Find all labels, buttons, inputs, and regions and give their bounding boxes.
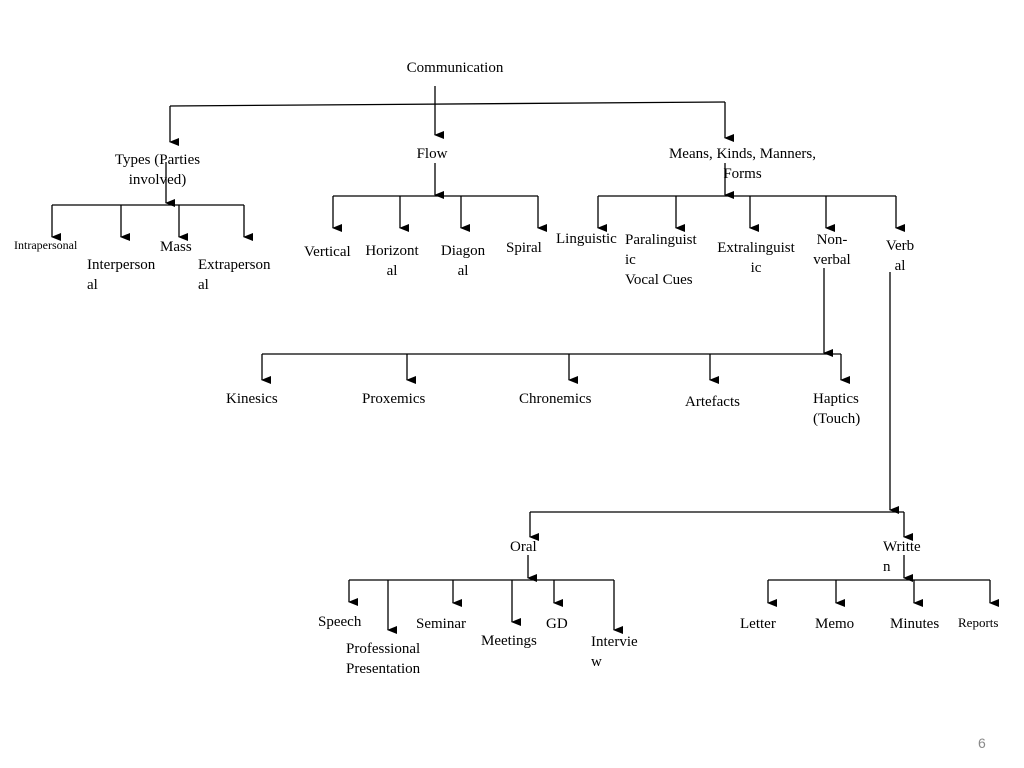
node-memo: Memo [815, 616, 855, 632]
node-mass: Mass [160, 239, 192, 255]
node-presentation: Professional Presentation [346, 641, 421, 677]
node-nonverbal: Non- verbal [813, 232, 851, 268]
node-written: Writte n [883, 539, 921, 575]
node-verbal: Verb al [885, 238, 915, 274]
node-linguistic: Linguistic [556, 231, 617, 247]
node-communication: Communication [406, 60, 504, 76]
node-reports: Reports [958, 615, 999, 630]
node-flow: Flow [416, 146, 448, 162]
node-artefacts: Artefacts [685, 394, 740, 410]
node-extrapersonal: Extraperson al [198, 257, 271, 293]
node-means: Means, Kinds, Manners, Forms [668, 146, 817, 182]
node-interview: Intervie w [591, 634, 638, 670]
node-diagonal: Diagon al [440, 243, 486, 279]
node-interpersonal: Interperson al [87, 257, 156, 293]
node-chronemics: Chronemics [519, 391, 592, 407]
node-minutes: Minutes [890, 616, 940, 632]
node-oral: Oral [510, 539, 537, 555]
node-vertical: Vertical [304, 244, 351, 260]
node-types: Types (Parties involved) [114, 152, 201, 188]
node-intrapersonal: Intrapersonal [14, 238, 78, 252]
node-speech: Speech [318, 614, 362, 630]
node-spiral: Spiral [506, 240, 542, 256]
node-kinesics: Kinesics [226, 391, 278, 407]
node-haptics: Haptics (Touch) [813, 391, 861, 427]
node-letter: Letter [740, 616, 776, 632]
page-number: 6 [978, 735, 986, 751]
node-extralinguistic: Extralinguist ic [717, 240, 795, 276]
node-proxemics: Proxemics [362, 391, 426, 407]
node-gd: GD [546, 616, 568, 632]
node-paralinguistic: Paralinguist ic Vocal Cues [625, 232, 697, 288]
node-seminar: Seminar [416, 616, 466, 632]
node-meetings: Meetings [481, 633, 537, 649]
connector-line [169, 101, 726, 107]
node-horizontal: Horizont al [365, 243, 419, 279]
